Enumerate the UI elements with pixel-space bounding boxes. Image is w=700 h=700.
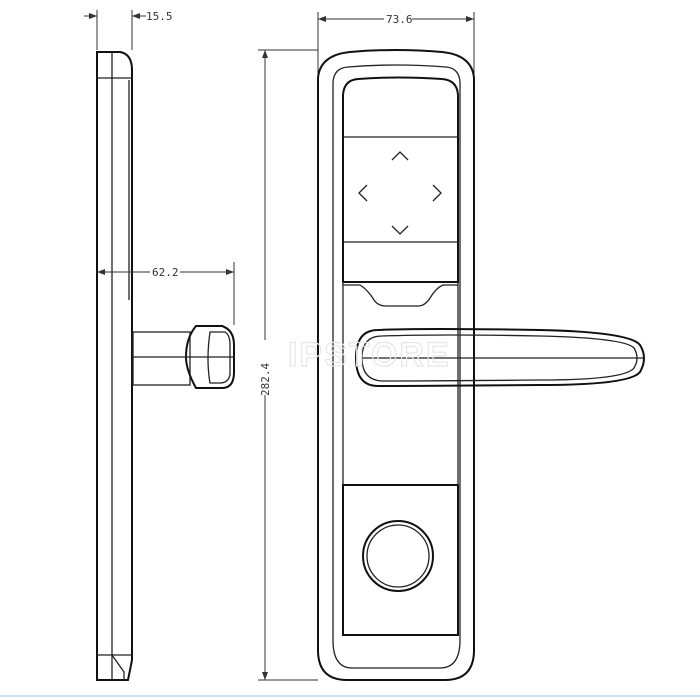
front-width-label: 73.6 bbox=[386, 13, 413, 26]
side-knob bbox=[132, 325, 235, 389]
direction-arrows-icon bbox=[358, 151, 442, 235]
total-height-label: 282.4 bbox=[259, 363, 272, 396]
card-reader-area bbox=[342, 484, 459, 636]
dimension-front-width: 73.6 bbox=[317, 12, 475, 75]
dimension-total-height: 282.4 bbox=[258, 49, 318, 681]
side-view bbox=[96, 51, 235, 681]
watermark: IPSTORE bbox=[288, 336, 451, 374]
handle bbox=[354, 328, 645, 388]
front-view bbox=[317, 49, 645, 681]
keyhole-icon bbox=[362, 520, 434, 592]
side-thickness-label: 15.5 bbox=[146, 10, 173, 23]
dimension-handle-projection: 62.2 bbox=[97, 262, 235, 325]
handle-projection-label: 62.2 bbox=[152, 266, 179, 279]
dimension-side-thickness: 15.5 bbox=[84, 10, 173, 50]
